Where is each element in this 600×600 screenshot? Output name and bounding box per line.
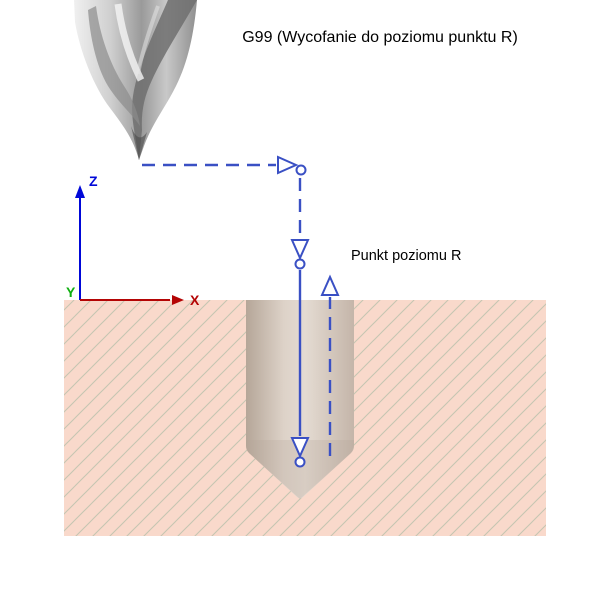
- arrow-right-icon: [277, 155, 299, 175]
- z-axis-arrowhead-icon: [75, 185, 85, 198]
- drill-hole-cone-shade: [246, 440, 354, 499]
- arrow-down-icon: [290, 239, 310, 261]
- z-axis-label: Z: [89, 173, 98, 189]
- x-axis-arrowhead-icon: [172, 295, 184, 305]
- r-point-node-circle-icon: [294, 258, 306, 270]
- r-point-label: Punkt poziomu R: [351, 248, 461, 264]
- diagram-title: G99 (Wycofanie do poziomu punktu R): [242, 29, 518, 46]
- y-axis-label: Y: [66, 284, 76, 300]
- arrow-down-icon: [290, 437, 310, 459]
- drill-bit-image: [74, 0, 197, 160]
- x-axis-label: X: [190, 292, 200, 308]
- arrow-up-icon: [320, 274, 340, 296]
- position-node-circle-icon: [295, 164, 307, 176]
- hole-bottom-node-circle-icon: [294, 456, 306, 468]
